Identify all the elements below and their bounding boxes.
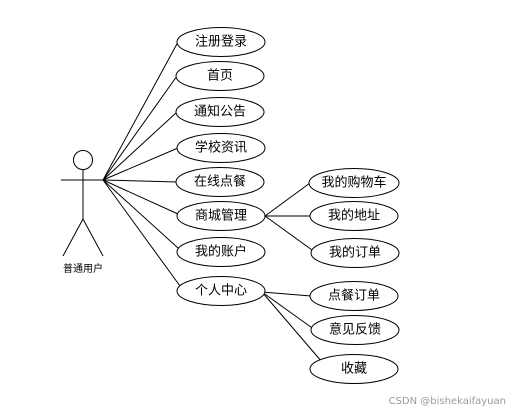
use-case-home: 首页 <box>175 61 265 91</box>
association-online-order <box>102 179 178 183</box>
use-case-label-notice: 通知公告 <box>194 104 246 120</box>
use-case-personal-center: 个人中心 <box>176 276 266 306</box>
use-case-label-school-news: 学校资讯 <box>195 140 247 156</box>
use-case-my-address: 我的地址 <box>309 201 399 231</box>
use-case-label-my-account: 我的账户 <box>195 244 247 260</box>
association-notice <box>102 111 178 181</box>
association-mall-management <box>102 179 179 215</box>
use-case-register-login: 注册登录 <box>176 27 266 57</box>
association-my-account <box>102 179 179 249</box>
association-meal-order <box>261 291 312 297</box>
association-my-orders <box>264 215 313 251</box>
use-case-my-cart: 我的购物车 <box>308 168 400 198</box>
association-my-cart <box>264 182 311 217</box>
use-case-label-online-order: 在线点餐 <box>194 174 246 190</box>
use-case-school-news: 学校资讯 <box>176 133 266 163</box>
use-case-mall-management: 商城管理 <box>176 201 266 231</box>
use-case-label-register-login: 注册登录 <box>195 35 247 50</box>
use-case-favorites: 收藏 <box>309 354 399 384</box>
actor-head <box>73 150 93 170</box>
use-case-feedback: 意见反馈 <box>310 315 400 345</box>
association-home <box>102 75 178 181</box>
watermark-text: CSDN @bishekaifayuan <box>388 396 506 407</box>
mall-associations <box>264 182 313 251</box>
use-case-notice: 通知公告 <box>175 97 265 127</box>
actor-associations <box>102 41 181 287</box>
use-case-label-my-cart: 我的购物车 <box>321 175 386 191</box>
use-case-label-meal-order: 点餐订单 <box>328 288 380 304</box>
use-case-meal-order: 点餐订单 <box>309 281 399 311</box>
use-case-label-favorites: 收藏 <box>341 362 367 377</box>
actor-stick-figure <box>61 150 105 257</box>
use-case-label-feedback: 意见反馈 <box>329 322 381 338</box>
association-school-news <box>102 147 179 181</box>
association-favorites <box>261 291 323 363</box>
use-case-my-account: 我的账户 <box>176 237 266 267</box>
use-case-label-home: 首页 <box>207 69 233 84</box>
actor-left-leg <box>62 218 84 257</box>
association-personal-center <box>102 179 181 287</box>
actor-right-leg <box>82 218 104 257</box>
association-feedback <box>261 291 316 331</box>
personal-associations <box>261 291 323 363</box>
use-case-label-my-orders: 我的订单 <box>329 245 381 261</box>
actor-label: 普通用户 <box>63 262 103 275</box>
use-case-label-mall-management: 商城管理 <box>195 209 247 224</box>
association-register-login <box>102 41 179 181</box>
use-case-online-order: 在线点餐 <box>175 167 265 197</box>
use-case-label-my-address: 我的地址 <box>328 208 380 224</box>
use-case-my-orders: 我的订单 <box>310 238 400 268</box>
use-case-label-personal-center: 个人中心 <box>195 284 247 299</box>
